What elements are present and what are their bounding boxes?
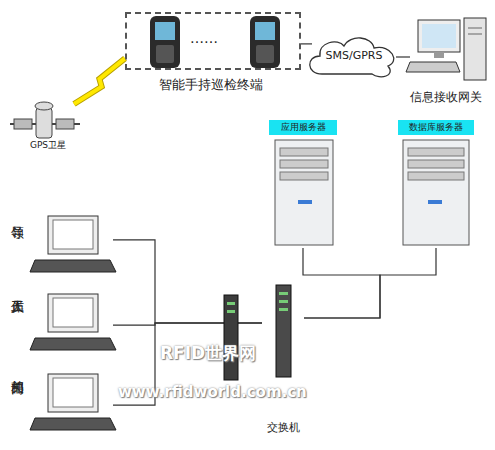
satellite: GPS卫星: [8, 92, 88, 152]
ellipsis: ……: [190, 30, 218, 46]
network-line: [304, 248, 436, 318]
network-line: [303, 248, 380, 318]
switch-node: 交换机: [262, 283, 304, 435]
app-server: 应用服务器: [268, 118, 338, 248]
node-label: SMS/GPRS: [308, 49, 400, 62]
router-device: [224, 295, 238, 380]
handheld-terminal: [250, 16, 280, 68]
node-label: 智能手持巡检终端: [159, 76, 263, 94]
workstation: [30, 374, 116, 430]
node-label: GPS卫星: [8, 139, 88, 152]
watermark: www.rfidworld.com.cn: [118, 383, 307, 401]
handheld-terminal: [150, 16, 180, 68]
server-tower: [403, 140, 469, 245]
workstation-node: 相关部门: [5, 370, 113, 448]
workstation-node: 工作人员: [5, 290, 113, 368]
gateway: 信息接收网关: [398, 14, 493, 106]
network-line: [396, 57, 410, 58]
workstation: [30, 294, 116, 350]
switch-device: [276, 285, 291, 377]
watermark: RFID世界网: [160, 342, 256, 365]
satellite-icon: [10, 102, 80, 138]
network-cloud: SMS/GPRS: [308, 36, 400, 78]
workstation: [30, 216, 116, 272]
network-line: [301, 43, 312, 44]
gateway-computer: [406, 18, 486, 80]
node-label: 应用服务器: [269, 120, 337, 135]
node-label: 交换机: [262, 420, 304, 435]
db-server: 数据库服务器: [396, 118, 476, 248]
node-label: 信息接收网关: [398, 89, 493, 106]
network-line: [113, 240, 262, 323]
workstation-node: 领导: [5, 212, 113, 274]
node-label: 数据库服务器: [398, 120, 474, 135]
server-tower: [275, 140, 333, 245]
lightning-link: [74, 58, 125, 104]
